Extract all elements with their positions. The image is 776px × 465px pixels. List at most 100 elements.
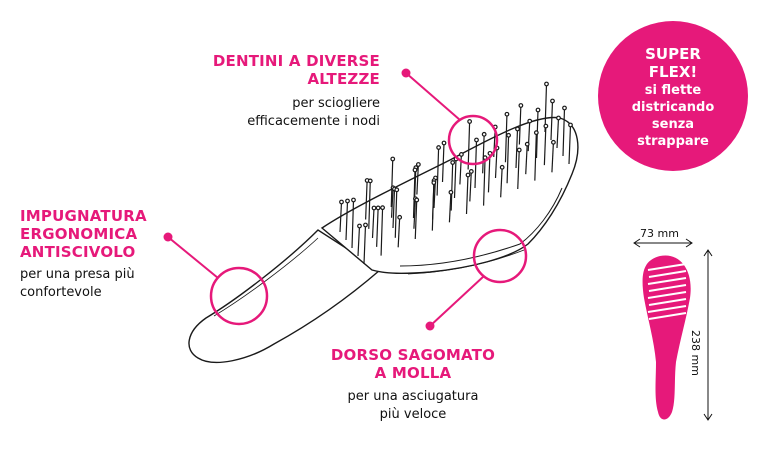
bristle-tip <box>467 119 473 124</box>
bristle <box>504 114 508 163</box>
bristle <box>494 147 498 179</box>
badge-text-line: senza <box>651 117 695 132</box>
small-brush-stripes <box>647 263 687 320</box>
bristle-tip <box>544 81 549 87</box>
badge-text-line: si flette <box>644 83 702 98</box>
bristle <box>551 142 555 173</box>
bristle-tip <box>390 156 396 162</box>
badge-text-line: districando <box>631 100 715 115</box>
desc-line: efficacemente i nodi <box>247 114 380 129</box>
bristle <box>517 149 520 190</box>
super-flex-badge: SUPER FLEX! si flette districando senza … <box>598 21 748 171</box>
badge-text: si flette districando senza strappare <box>598 82 748 150</box>
leader-dot-dentini <box>401 68 411 78</box>
bristle-tip <box>414 197 420 203</box>
stripe <box>647 291 687 299</box>
bristle <box>562 107 566 157</box>
leader-dorso <box>429 275 485 327</box>
bristle <box>365 180 368 220</box>
badge-text-line: strappare <box>637 134 709 149</box>
bristle <box>453 158 457 199</box>
bristle <box>390 187 394 218</box>
bristle <box>390 158 394 208</box>
bristle-tip <box>450 160 456 165</box>
bristle <box>482 134 485 174</box>
title-line: A MOLLA <box>374 364 452 382</box>
bristle <box>467 121 471 170</box>
callout-title-dentini: DENTINI A DIVERSE ALTEZZE <box>170 52 380 88</box>
bristle-tip <box>533 130 539 136</box>
stripe <box>648 312 687 320</box>
bristle <box>525 144 528 175</box>
height-dimension-label: 238 mm <box>689 330 702 376</box>
bristle <box>436 147 440 196</box>
bristle-tip <box>518 103 524 108</box>
title-line: IMPUGNATURA <box>20 207 147 225</box>
bristle <box>371 207 375 239</box>
bristle-tip <box>415 162 421 167</box>
bristle-tip <box>506 132 511 138</box>
badge-title: SUPER FLEX! <box>598 45 748 81</box>
flex-back <box>399 187 563 267</box>
bristle-tip <box>371 205 377 211</box>
bristle-tip <box>562 105 567 111</box>
highlight-impugnatura <box>209 266 269 326</box>
leader-impugnatura <box>167 236 219 279</box>
bristle-tip <box>367 178 373 184</box>
bristle <box>416 164 419 195</box>
bristle-tip <box>412 167 418 173</box>
bristle-tip <box>339 199 344 205</box>
brush-handle <box>188 229 382 364</box>
bristle <box>339 201 343 233</box>
title-line: ANTISCIVOLO <box>20 243 136 261</box>
desc-line: per sciogliere <box>292 96 380 111</box>
title-line: DENTINI A DIVERSE <box>212 52 380 70</box>
bristle <box>556 117 560 149</box>
callout-title-impugnatura: IMPUGNATURA ERGONOMICA ANTISCIVOLO <box>20 207 170 261</box>
bristle <box>441 142 445 183</box>
bristle <box>515 128 519 169</box>
bristle-tip <box>357 223 362 229</box>
bristle-tip <box>474 137 479 143</box>
badge-title-line: FLEX! <box>648 63 698 81</box>
bristle <box>368 180 371 229</box>
bristle <box>357 225 361 257</box>
bristles <box>339 81 573 265</box>
bristle <box>397 217 401 248</box>
bristle <box>345 200 349 241</box>
bristle-tip <box>380 205 385 211</box>
bristle-tip <box>345 198 350 204</box>
bristle-tip <box>465 172 471 178</box>
bristle <box>394 189 398 238</box>
handle-inner-contour <box>213 237 319 317</box>
stripe <box>647 277 687 285</box>
bristle <box>465 174 469 215</box>
bristle-tip <box>556 115 561 121</box>
bristle-tip <box>516 147 522 153</box>
badge-title-line: SUPER <box>645 45 701 63</box>
leader-dot-impugnatura <box>163 232 173 242</box>
highlight-dorso <box>472 228 528 284</box>
bristle <box>414 199 418 240</box>
bristle-tip <box>504 111 510 117</box>
bristle-tip <box>436 145 442 150</box>
bristle-tip <box>468 169 474 174</box>
bristle-tip <box>527 118 533 124</box>
stripe <box>648 284 687 292</box>
bristle <box>487 153 491 193</box>
bristle <box>392 188 396 229</box>
stripe <box>647 263 687 271</box>
title-line: DORSO SAGOMATO <box>330 346 496 364</box>
bristle <box>413 198 417 229</box>
bristle-tip <box>363 222 368 228</box>
highlight-dentini <box>447 114 499 166</box>
desc-line: confortevole <box>20 285 102 300</box>
bristle <box>482 157 486 206</box>
bristle <box>543 126 547 166</box>
leader-dot-dorso <box>425 321 435 331</box>
bristle-tip <box>551 139 556 145</box>
bristle-tip <box>458 152 464 157</box>
bristle <box>518 105 522 145</box>
bristle <box>431 182 435 231</box>
